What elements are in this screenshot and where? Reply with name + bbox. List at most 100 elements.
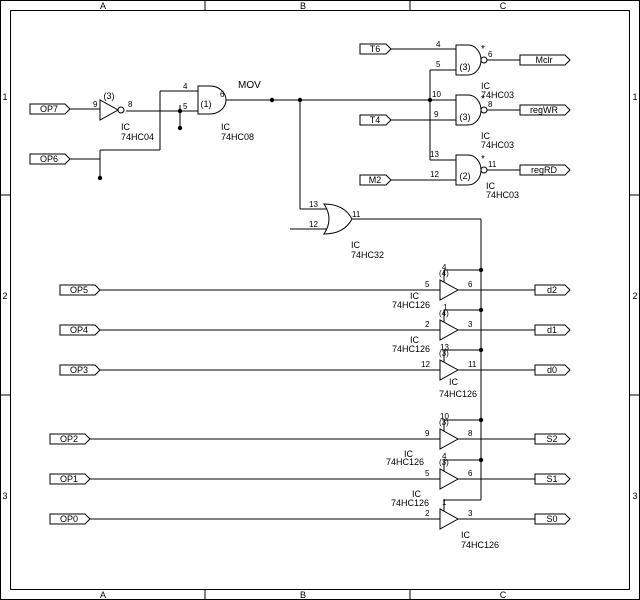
svg-text:IC: IC bbox=[449, 377, 459, 387]
port-mclr: Mclr bbox=[519, 54, 571, 66]
svg-text:d0: d0 bbox=[547, 365, 557, 375]
svg-text:1: 1 bbox=[442, 498, 447, 507]
buffer-gate-s2: (3) 10 9 8 IC 74HC126 bbox=[386, 412, 473, 467]
svg-text:8: 8 bbox=[468, 429, 473, 438]
svg-text:12: 12 bbox=[309, 220, 318, 229]
border-row-2-left: 2 bbox=[2, 291, 7, 301]
svg-text:6: 6 bbox=[488, 50, 493, 59]
and-gate: (1) 4 5 6 IC 74HC08 MOV bbox=[183, 80, 261, 142]
svg-text:74HC126: 74HC126 bbox=[439, 389, 477, 399]
svg-text:4: 4 bbox=[436, 40, 441, 49]
svg-text:*: * bbox=[481, 44, 485, 55]
svg-text:11: 11 bbox=[352, 210, 361, 219]
svg-text:S1: S1 bbox=[546, 474, 557, 484]
mov-net-label: MOV bbox=[238, 80, 261, 91]
svg-text:11: 11 bbox=[468, 360, 477, 369]
svg-text:5: 5 bbox=[183, 102, 188, 111]
svg-text:*: * bbox=[481, 94, 485, 105]
svg-text:12: 12 bbox=[430, 170, 439, 179]
output-ports: Mclr regWR regRD d2 d1 d0 S2 S1 bbox=[519, 54, 571, 525]
buffer-gate-d1: (4) 1 2 3 IC 74HC126 bbox=[392, 303, 473, 354]
svg-text:OP1: OP1 bbox=[60, 474, 78, 484]
svg-text:10: 10 bbox=[432, 90, 441, 99]
svg-text:13: 13 bbox=[440, 343, 449, 352]
svg-text:IC: IC bbox=[410, 335, 420, 345]
port-d2: d2 bbox=[534, 284, 571, 296]
svg-text:(2): (2) bbox=[460, 171, 471, 181]
buffer-gate-s0: 1 2 3 IC 74HC126 bbox=[425, 498, 499, 550]
svg-text:74HC08: 74HC08 bbox=[221, 132, 254, 142]
svg-text:74HC126: 74HC126 bbox=[392, 344, 430, 354]
svg-text:4: 4 bbox=[442, 452, 447, 461]
border-col-a-top: A bbox=[100, 1, 106, 11]
svg-text:74HC04: 74HC04 bbox=[121, 132, 154, 142]
svg-text:OP5: OP5 bbox=[70, 285, 88, 295]
port-t4: T4 bbox=[359, 114, 392, 126]
svg-text:IC: IC bbox=[404, 449, 414, 459]
svg-text:2: 2 bbox=[425, 509, 430, 518]
svg-text:5: 5 bbox=[425, 469, 430, 478]
port-s1: S1 bbox=[534, 473, 571, 485]
port-op5: OP5 bbox=[59, 284, 101, 296]
buffer-gate-s1: (3) 4 5 6 IC 74HC126 bbox=[391, 452, 473, 508]
svg-text:10: 10 bbox=[440, 412, 449, 421]
port-s0: S0 bbox=[534, 513, 571, 525]
svg-text:(3): (3) bbox=[439, 418, 449, 427]
port-d1: d1 bbox=[534, 324, 571, 336]
svg-text:Mclr: Mclr bbox=[536, 55, 553, 65]
svg-text:OP6: OP6 bbox=[40, 154, 58, 164]
port-op2: OP2 bbox=[49, 433, 91, 445]
svg-text:IC: IC bbox=[412, 489, 422, 499]
svg-text:(3): (3) bbox=[439, 458, 449, 467]
buffer-gate-d0: (3) 13 12 11 IC 74HC126 bbox=[421, 343, 477, 399]
svg-text:74HC03: 74HC03 bbox=[486, 190, 519, 200]
svg-text:4: 4 bbox=[442, 263, 447, 272]
svg-text:74HC32: 74HC32 bbox=[351, 250, 384, 260]
svg-text:74HC03: 74HC03 bbox=[481, 140, 514, 150]
svg-text:OP0: OP0 bbox=[60, 514, 78, 524]
svg-text:OP4: OP4 bbox=[70, 325, 88, 335]
svg-text:9: 9 bbox=[434, 110, 439, 119]
port-op7: OP7 bbox=[29, 103, 71, 115]
svg-text:11: 11 bbox=[488, 160, 497, 169]
svg-text:IC: IC bbox=[121, 122, 131, 132]
svg-text:IC: IC bbox=[351, 240, 361, 250]
port-s2: S2 bbox=[534, 433, 571, 445]
border-col-b-top: B bbox=[300, 1, 306, 11]
inverter-gate: (3) 9 8 IC 74HC04 bbox=[93, 91, 154, 142]
buffer-gate-d2: (4) 4 5 6 IC 74HC126 bbox=[392, 263, 473, 310]
svg-text:13: 13 bbox=[430, 150, 439, 159]
svg-text:1: 1 bbox=[443, 303, 448, 312]
svg-text:(3): (3) bbox=[439, 349, 449, 358]
port-t6: T6 bbox=[359, 43, 392, 55]
svg-text:8: 8 bbox=[488, 100, 493, 109]
svg-text:(4): (4) bbox=[439, 309, 449, 318]
nand-gate-mclr: (3) 4 5 6 * IC 74HC03 bbox=[436, 40, 514, 100]
svg-text:74HC126: 74HC126 bbox=[392, 300, 430, 310]
or-gate: 13 12 11 IC 74HC32 bbox=[309, 200, 384, 260]
svg-text:6: 6 bbox=[468, 280, 473, 289]
svg-text:(1): (1) bbox=[201, 99, 212, 109]
svg-text:5: 5 bbox=[436, 60, 441, 69]
border-col-b-bottom: B bbox=[300, 590, 306, 600]
svg-text:74HC126: 74HC126 bbox=[461, 540, 499, 550]
svg-text:5: 5 bbox=[425, 280, 430, 289]
svg-text:S0: S0 bbox=[546, 514, 557, 524]
port-regwr: regWR bbox=[519, 104, 571, 116]
svg-text:4: 4 bbox=[183, 82, 188, 91]
nand-gate-regwr: (3) 10 9 8 * IC 74HC03 bbox=[432, 90, 514, 150]
svg-text:regRD: regRD bbox=[531, 165, 558, 175]
port-op4: OP4 bbox=[59, 324, 101, 336]
svg-text:IC: IC bbox=[410, 291, 420, 301]
port-op3: OP3 bbox=[59, 364, 101, 376]
svg-text:9: 9 bbox=[425, 429, 430, 438]
border-row-2-right: 2 bbox=[632, 291, 637, 301]
svg-text:74HC126: 74HC126 bbox=[391, 498, 429, 508]
svg-text:IC: IC bbox=[481, 131, 491, 141]
port-m2: M2 bbox=[359, 174, 392, 186]
port-regrd: regRD bbox=[519, 164, 571, 176]
svg-text:74HC126: 74HC126 bbox=[386, 457, 424, 467]
svg-text:OP3: OP3 bbox=[70, 365, 88, 375]
svg-text:9: 9 bbox=[93, 100, 98, 109]
